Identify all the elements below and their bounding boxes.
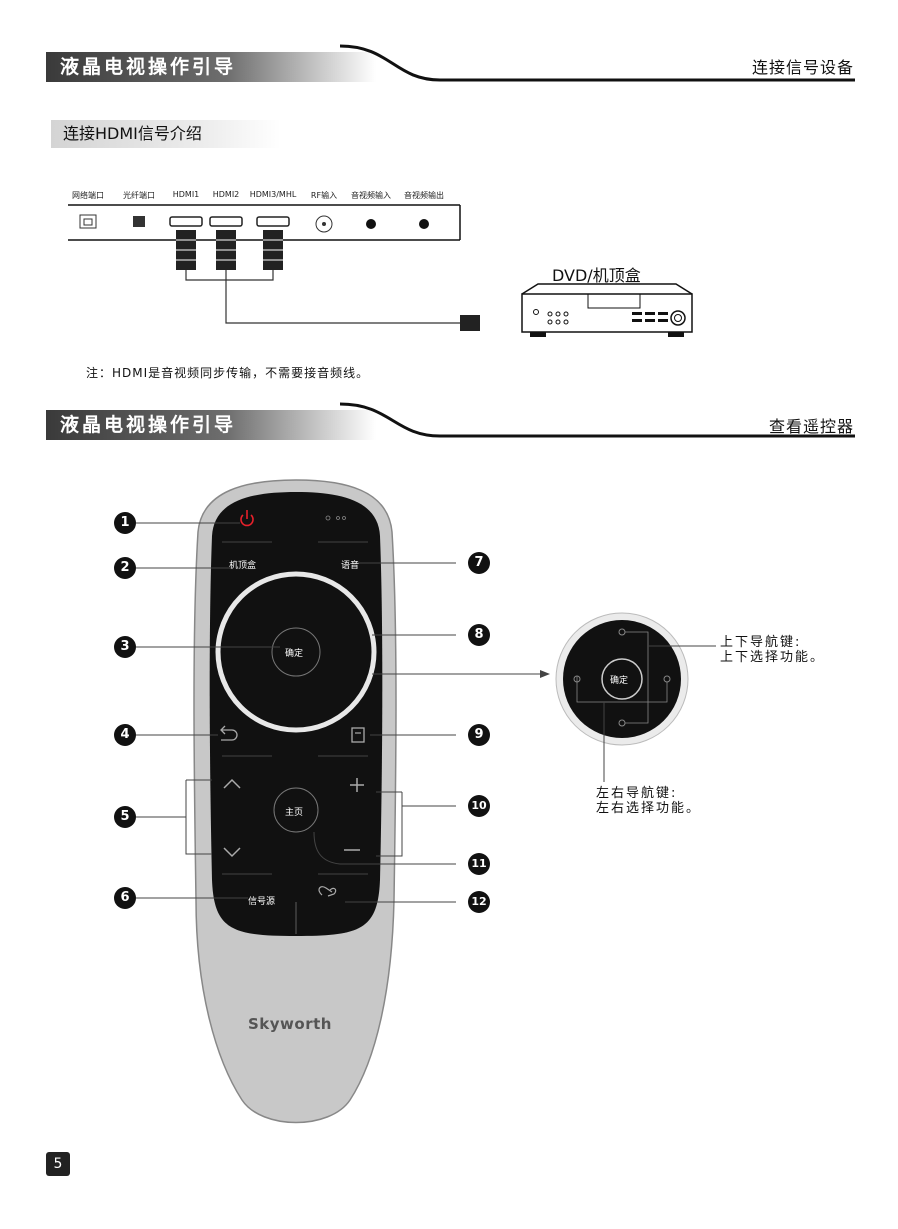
callout-12: 12 bbox=[468, 891, 490, 913]
section-title-1: 液晶电视操作引导 bbox=[46, 52, 376, 82]
voice-button[interactable]: 语音 bbox=[341, 561, 360, 571]
callout-3: 3 bbox=[114, 636, 136, 658]
port-label-hdmi2: HDMI2 bbox=[212, 190, 240, 199]
section-subject-2: 查看遥控器 bbox=[768, 417, 854, 436]
callout-1: 1 bbox=[114, 512, 136, 534]
section-title-2: 液晶电视操作引导 bbox=[46, 410, 376, 440]
callout-7: 7 bbox=[468, 552, 490, 574]
port-label-lan: 网络端口 bbox=[72, 191, 104, 200]
hdmi-note: 注：HDMI是音视频同步传输，不需要接音频线。 bbox=[86, 366, 370, 380]
stb-button[interactable]: 机顶盒 bbox=[229, 561, 257, 571]
port-label-hdmi3: HDMI3/MHL bbox=[249, 190, 297, 199]
header-swoosh-2 bbox=[339, 402, 855, 438]
port-label-optical: 光纤端口 bbox=[123, 191, 155, 200]
port-label-av-out: 音视频输出 bbox=[404, 191, 444, 200]
dvd-label: DVD/机顶盒 bbox=[552, 266, 641, 285]
callout-9: 9 bbox=[468, 724, 490, 746]
callout-4: 4 bbox=[114, 724, 136, 746]
hdmi-intro-title: 连接HDMI信号介绍 bbox=[51, 120, 281, 148]
brand-logo: Skyworth bbox=[248, 1015, 332, 1033]
port-label-rf: RF输入 bbox=[310, 191, 338, 200]
callout-11: 11 bbox=[468, 853, 490, 875]
port-label-av-in: 音视频输入 bbox=[351, 191, 391, 200]
leftright-nav-title: 左右导航键: bbox=[596, 786, 678, 801]
callout-8: 8 bbox=[468, 624, 490, 646]
page-number: 5 bbox=[46, 1152, 70, 1176]
leftright-nav-desc: 左右选择功能。 bbox=[596, 801, 702, 816]
navpad-ok-label: 确定 bbox=[610, 676, 629, 686]
callout-10: 10 bbox=[468, 795, 490, 817]
updown-nav-title: 上下导航键: bbox=[720, 635, 802, 650]
port-panel-diagram bbox=[68, 204, 480, 331]
header-swoosh-1 bbox=[339, 44, 855, 82]
section-subject-1: 连接信号设备 bbox=[751, 58, 854, 77]
source-button[interactable]: 信号源 bbox=[248, 897, 276, 907]
remote-diagram bbox=[136, 479, 716, 1124]
ok-button[interactable]: 确定 bbox=[285, 649, 304, 659]
callout-6: 6 bbox=[114, 887, 136, 909]
home-button[interactable]: 主页 bbox=[285, 808, 304, 818]
port-label-hdmi1: HDMI1 bbox=[172, 190, 200, 199]
callout-5: 5 bbox=[114, 806, 136, 828]
updown-nav-desc: 上下选择功能。 bbox=[720, 650, 826, 665]
dvd-player-icon bbox=[521, 283, 693, 337]
callout-2: 2 bbox=[114, 557, 136, 579]
